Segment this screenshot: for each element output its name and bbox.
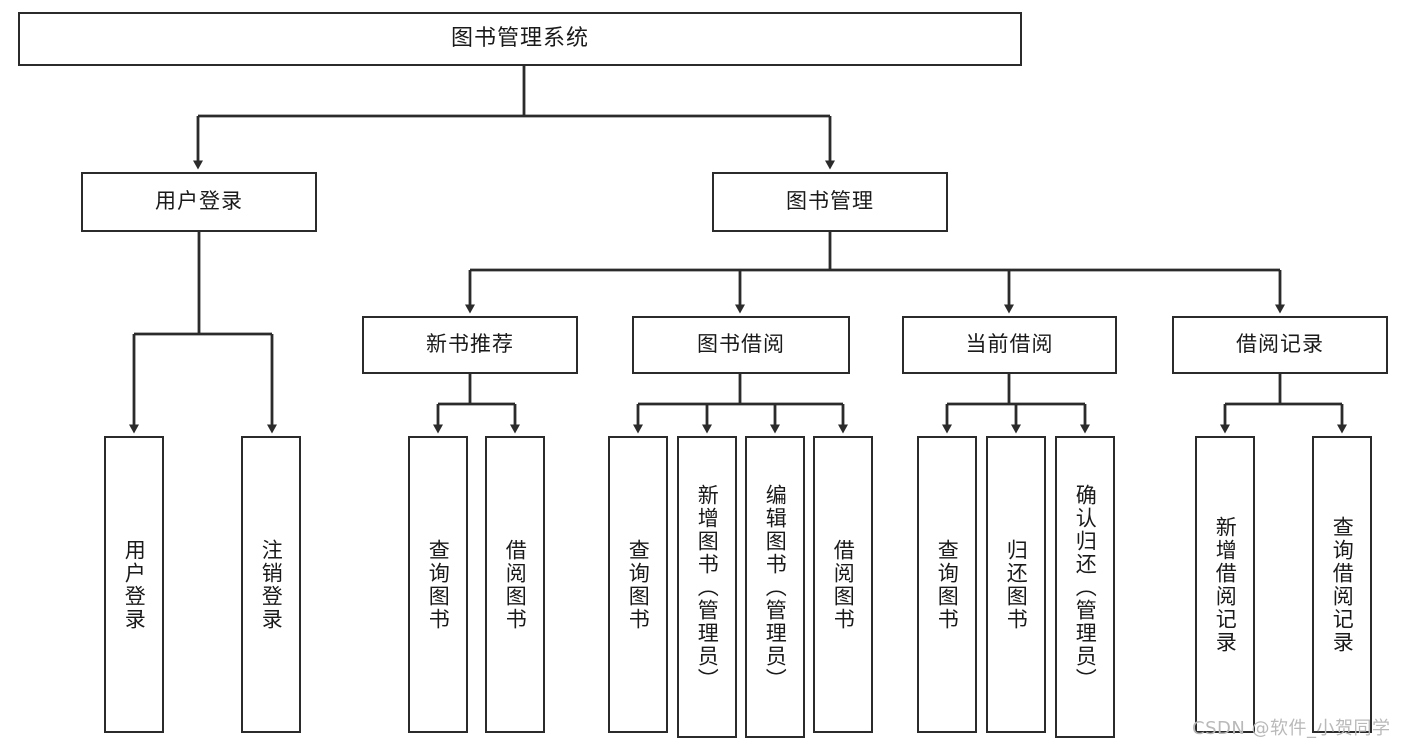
node-label: 查询图书 xyxy=(626,538,651,631)
leaf-user-login-signin[interactable]: 用户登录 xyxy=(104,436,164,733)
leaf-user-login-signout[interactable]: 注销登录 xyxy=(241,436,301,733)
node-label: 查询借阅记录 xyxy=(1330,515,1355,654)
watermark-text: CSDN @软件_小贺同学 xyxy=(1192,718,1391,739)
node-label: 查询图书 xyxy=(935,538,960,631)
node-borrow-record[interactable]: 借阅记录 xyxy=(1172,316,1388,374)
node-current-borrow[interactable]: 当前借阅 xyxy=(902,316,1117,374)
leaf-current-borrow-query[interactable]: 查询图书 xyxy=(917,436,977,733)
node-label: 借阅图书 xyxy=(503,538,528,631)
node-label: 新书推荐 xyxy=(426,332,514,357)
leaf-current-borrow-return[interactable]: 归还图书 xyxy=(986,436,1046,733)
leaf-new-book-borrow[interactable]: 借阅图书 xyxy=(485,436,545,733)
node-label: 图书管理系统 xyxy=(450,25,589,51)
node-label: 编辑图书（管理员） xyxy=(763,483,788,691)
node-label: 图书借阅 xyxy=(697,332,785,357)
node-label: 注销登录 xyxy=(259,538,284,631)
node-book-borrow[interactable]: 图书借阅 xyxy=(632,316,850,374)
node-label: 图书管理 xyxy=(786,189,874,214)
leaf-current-borrow-confirm-return[interactable]: 确认归还（管理员） xyxy=(1055,436,1115,738)
leaf-book-borrow-query[interactable]: 查询图书 xyxy=(608,436,668,733)
node-label: 确认归还（管理员） xyxy=(1073,483,1098,691)
node-label: 查询图书 xyxy=(426,538,451,631)
node-label: 归还图书 xyxy=(1004,538,1029,631)
node-new-book-recommend[interactable]: 新书推荐 xyxy=(362,316,578,374)
leaf-borrow-record-add[interactable]: 新增借阅记录 xyxy=(1195,436,1255,733)
leaf-new-book-query[interactable]: 查询图书 xyxy=(408,436,468,733)
leaf-book-borrow-borrow[interactable]: 借阅图书 xyxy=(813,436,873,733)
node-book-management[interactable]: 图书管理 xyxy=(712,172,948,232)
node-label: 借阅记录 xyxy=(1236,332,1324,357)
node-label: 借阅图书 xyxy=(831,538,856,631)
node-label: 新增图书（管理员） xyxy=(695,483,720,691)
node-root-system[interactable]: 图书管理系统 xyxy=(18,12,1022,66)
node-label: 用户登录 xyxy=(122,538,147,631)
node-user-login[interactable]: 用户登录 xyxy=(81,172,317,232)
leaf-book-borrow-edit[interactable]: 编辑图书（管理员） xyxy=(745,436,805,738)
leaf-borrow-record-query[interactable]: 查询借阅记录 xyxy=(1312,436,1372,733)
leaf-book-borrow-add[interactable]: 新增图书（管理员） xyxy=(677,436,737,738)
node-label: 用户登录 xyxy=(155,189,243,214)
node-label: 新增借阅记录 xyxy=(1213,515,1238,654)
node-label: 当前借阅 xyxy=(965,332,1054,357)
